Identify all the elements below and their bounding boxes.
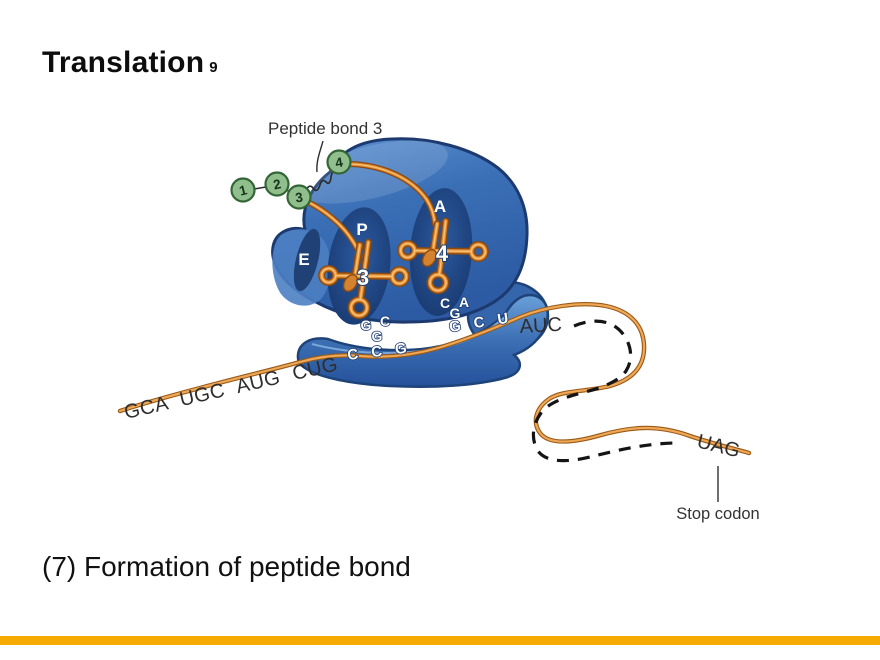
amino-acid-1: 1 bbox=[230, 177, 256, 203]
peptide-bond-label: Peptide bond 3 bbox=[268, 119, 382, 138]
amino-acid-number: 3 bbox=[294, 189, 304, 205]
trna-a-anticodon-letter: G bbox=[450, 305, 461, 321]
trna-a-anticodon-letter: A bbox=[459, 294, 469, 310]
a-site-label: A bbox=[434, 197, 446, 216]
slide-title-number: 9 bbox=[209, 59, 218, 76]
amino-acid-2: 2 bbox=[264, 171, 290, 197]
trna-p bbox=[318, 238, 410, 320]
p-site-label: P bbox=[356, 220, 367, 239]
slide-title-text: Translation bbox=[42, 46, 205, 79]
mrna-downstream-codon-label: AUC bbox=[519, 314, 562, 338]
peptide-bond-pointer-line bbox=[316, 140, 324, 173]
amino-acid-number: 2 bbox=[272, 176, 282, 192]
e-site-label: E bbox=[298, 250, 309, 269]
trna-a bbox=[397, 217, 489, 295]
trna-p-anticodon-letter: C bbox=[380, 313, 390, 329]
amino-acid-number: 4 bbox=[334, 154, 344, 170]
amino-acid-number: 1 bbox=[238, 182, 249, 198]
stop-codon-caption: Stop codon bbox=[676, 505, 759, 523]
e-site-opening bbox=[293, 228, 321, 292]
trna-p-anticodon-letter: G bbox=[361, 317, 372, 333]
step-caption: (7) Formation of peptide bond bbox=[42, 551, 411, 582]
trna-a-number: 4 bbox=[436, 241, 449, 266]
footer-accent-bar bbox=[0, 636, 880, 645]
trna-a-anticodon-letter: C bbox=[440, 295, 450, 311]
mrna-dashed-line bbox=[531, 319, 679, 463]
large-ribosomal-subunit bbox=[271, 137, 529, 325]
trna-p-anticodon-letter: G bbox=[372, 328, 383, 344]
amino-acid-3: 3 bbox=[286, 184, 312, 210]
amino-acid-4: 4 bbox=[326, 149, 352, 175]
mrna-upstream-label: GCA UGC AUG CUG bbox=[122, 353, 340, 424]
mrna-stop-codon-label: UAG bbox=[695, 431, 742, 463]
mrna-strand bbox=[117, 302, 752, 456]
amino-acid-chain: 1 2 3 4 bbox=[230, 149, 352, 210]
peptide-bond-squiggle bbox=[304, 168, 338, 193]
trna-p-number: 3 bbox=[357, 265, 369, 290]
trna-a-acceptor-strand bbox=[347, 161, 438, 227]
